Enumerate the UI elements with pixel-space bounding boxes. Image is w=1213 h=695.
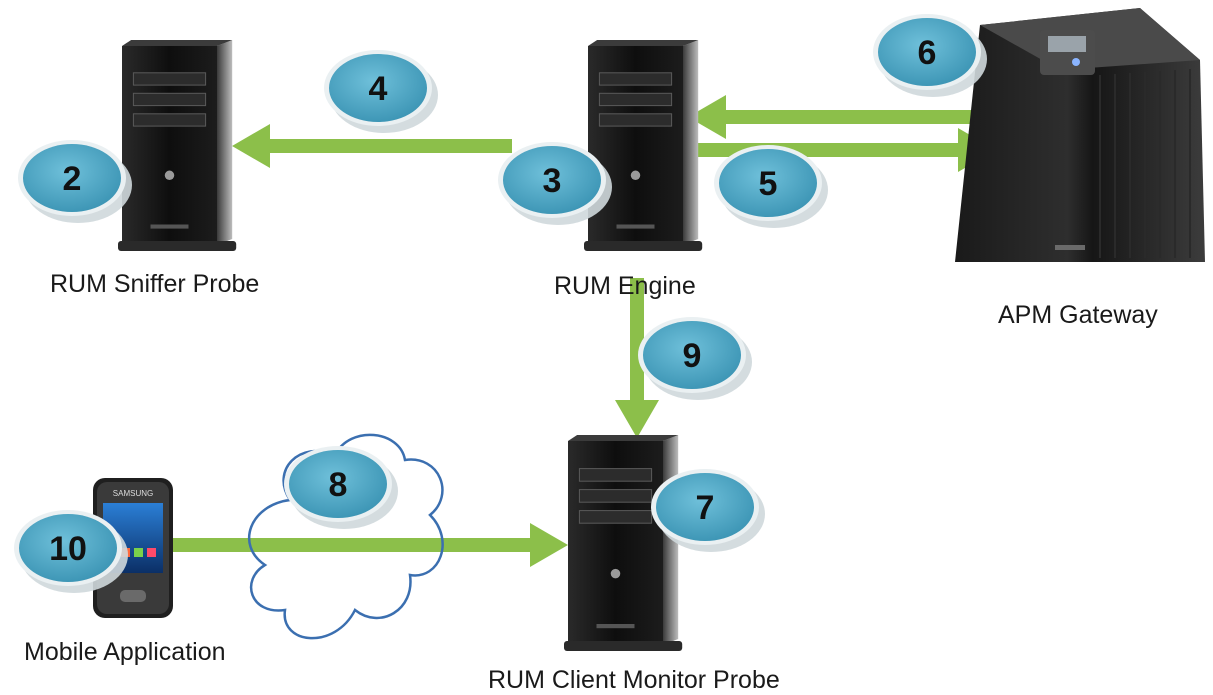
smartphone-icon: SAMSUNG [93, 478, 173, 618]
step-number-7: 7 [696, 489, 715, 527]
step-number-8: 8 [329, 466, 348, 504]
arrow-gateway-to-engine [688, 95, 990, 139]
sniffer-tower-icon [118, 40, 237, 251]
step-badge-3: 3 [498, 142, 612, 225]
gateway-server-icon [955, 8, 1205, 262]
mobile-application-label: Mobile Application [24, 638, 226, 666]
step-number-6: 6 [918, 34, 937, 72]
sniffer-probe-label: RUM Sniffer Probe [50, 270, 260, 298]
step-badge-10: 10 [14, 510, 128, 593]
arrow-engine-to-sniffer [232, 124, 512, 168]
step-badge-6: 6 [873, 14, 987, 97]
arrow-engine-to-client-probe [615, 278, 659, 438]
step-number-2: 2 [63, 160, 82, 198]
step-badge-2: 2 [18, 140, 132, 223]
cloud-icon [247, 433, 444, 640]
client-monitor-probe-label: RUM Client Monitor Probe [488, 666, 780, 694]
step-number-5: 5 [759, 165, 778, 203]
arrow-mobile-to-client-probe [170, 523, 568, 567]
client-probe-tower-icon [564, 435, 683, 651]
phone-brand-text: SAMSUNG [113, 489, 153, 498]
step-number-10: 10 [49, 530, 87, 568]
step-badge-9: 9 [638, 317, 752, 400]
rum-engine-label: RUM Engine [554, 272, 696, 300]
step-number-3: 3 [543, 162, 562, 200]
engine-tower-icon [584, 40, 703, 251]
step-number-9: 9 [683, 337, 702, 375]
step-badge-5: 5 [714, 145, 828, 228]
apm-gateway-label: APM Gateway [998, 301, 1158, 329]
step-badge-7: 7 [651, 469, 765, 552]
step-badge-4: 4 [324, 50, 438, 133]
step-number-4: 4 [369, 70, 388, 108]
step-badge-8: 8 [284, 446, 398, 529]
